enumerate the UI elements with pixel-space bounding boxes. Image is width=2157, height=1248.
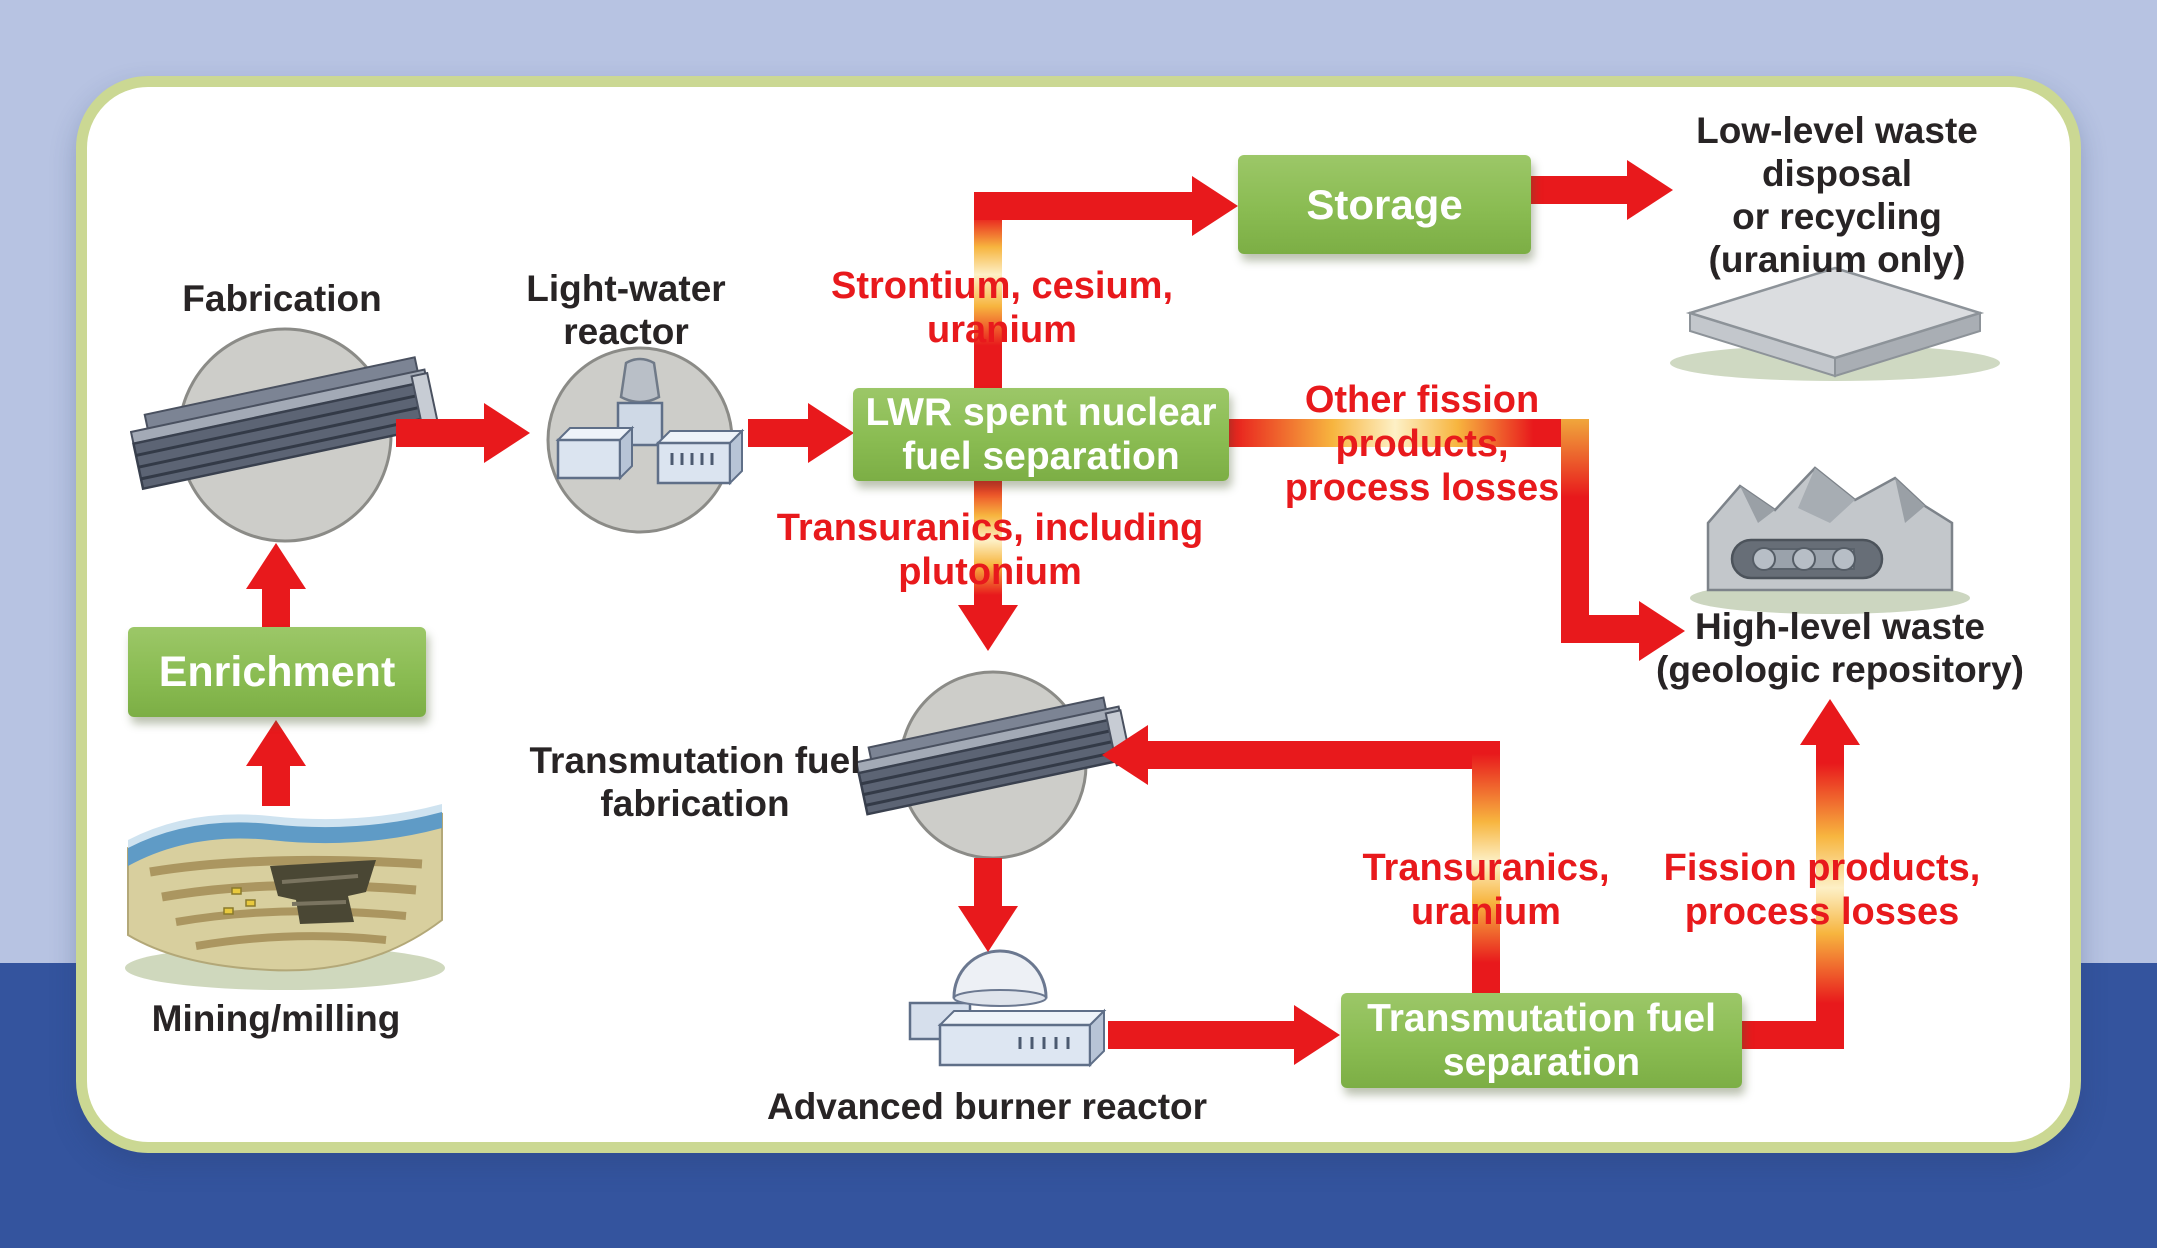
arrow-fabrication-to-lwr-body	[396, 419, 484, 447]
other-fission-products-label: Other fission products, process losses	[1227, 378, 1617, 510]
arrow-separation-to-transfab-body	[974, 481, 1002, 605]
label-line: Transuranics,	[1362, 847, 1610, 889]
label-line: (uranium only)	[1708, 238, 1966, 280]
label-line: products,	[1335, 423, 1509, 466]
arrow-transsep-to-hlw-head	[1800, 699, 1860, 745]
arrow-transfab-to-burner-body	[974, 858, 1002, 906]
label-line: process losses	[1284, 467, 1560, 510]
arrow-otherfission-horizontal	[1229, 419, 1575, 447]
transuranics-including-plutonium-label: Transuranics, including plutonium	[700, 506, 1280, 594]
arrow-transfab-to-burner-head	[958, 906, 1018, 952]
advanced-burner-reactor-label: Advanced burner reactor	[712, 1086, 1262, 1129]
arrow-fabrication-to-lwr-head	[484, 403, 530, 463]
label-line: Transuranics, including	[776, 507, 1204, 549]
label-line: fabrication	[600, 782, 790, 824]
label-line: Low-level waste	[1696, 110, 1978, 151]
storage-box: Storage	[1238, 155, 1531, 254]
arrow-lwr-to-separation-head	[808, 403, 854, 463]
transmutation-fuel-separation-box: Transmutation fuel separation	[1341, 993, 1742, 1088]
fabrication-label: Fabrication	[112, 278, 452, 321]
arrow-mining-to-enrichment-body	[262, 766, 290, 806]
reactor-plant-icon	[546, 346, 745, 534]
label-line: Strontium, cesium,	[830, 265, 1174, 307]
label-line: (geologic repository)	[1656, 648, 2024, 690]
arrow-burner-to-transsep-body	[1108, 1021, 1294, 1049]
arrow-transsep-to-transfab-vertical	[1472, 741, 1500, 993]
arrow-lwr-to-separation-body	[748, 419, 808, 447]
enrichment-box-label: Enrichment	[158, 647, 396, 696]
arrow-mining-to-enrichment-head	[246, 720, 306, 766]
fuel-assembly-icon	[130, 327, 440, 543]
lwr-separation-line2: fuel separation	[902, 434, 1180, 478]
arrow-otherfission-horizontal2	[1561, 615, 1639, 643]
low-level-waste-label: Low-level waste disposal or recycling (u…	[1617, 110, 2057, 282]
arrow-storage-to-lowlevel-head	[1627, 160, 1673, 220]
arrow-separation-to-storage-vertical	[974, 192, 1002, 389]
arrow-transsep-to-hlw-vertical	[1816, 745, 1844, 1049]
arrow-transsep-to-transfab-head	[1102, 725, 1148, 785]
waste-mound-icon	[1670, 266, 2000, 381]
arrow-separation-to-storage-horizontal	[974, 192, 1192, 220]
storage-box-label: Storage	[1306, 180, 1463, 228]
arrow-otherfission-vertical	[1561, 419, 1589, 643]
label-line: Fabrication	[182, 278, 382, 319]
fission-products-process-losses-label: Fission products, process losses	[1597, 846, 2047, 934]
label-line: uranium	[927, 309, 1077, 352]
transmutation-separation-line2: separation	[1442, 1040, 1641, 1084]
label-line: Transmutation fuel	[529, 740, 861, 781]
transmutation-fuel-fabrication-label: Transmutation fuel fabrication	[430, 740, 960, 826]
label-line: Light-water	[526, 268, 726, 309]
label-line: Fission products,	[1663, 847, 1981, 889]
label-line: uranium	[1411, 891, 1561, 934]
light-water-reactor-label: Light-water reactor	[466, 268, 786, 354]
label-line: Other fission	[1304, 379, 1540, 421]
label-line: reactor	[563, 310, 689, 352]
label-line: process losses	[1684, 891, 1960, 934]
high-level-waste-label: High-level waste (geologic repository)	[1570, 606, 2110, 692]
transuranics-uranium-label: Transuranics, uranium	[1286, 846, 1686, 934]
mining-milling-label: Mining/milling	[86, 998, 466, 1041]
lwr-separation-line1: LWR spent nuclear	[865, 390, 1217, 434]
geologic-repository-icon	[1690, 466, 1970, 614]
arrow-separation-to-storage-head	[1192, 176, 1238, 236]
label-line: Mining/milling	[151, 998, 401, 1039]
lwr-spent-fuel-separation-box: LWR spent nuclear fuel separation	[853, 388, 1229, 481]
fuel-assembly-icon	[855, 670, 1133, 860]
strontium-cesium-uranium-label: Strontium, cesium, uranium	[792, 264, 1212, 352]
arrow-enrichment-to-fabrication-head	[246, 543, 306, 589]
arrow-storage-to-lowlevel-body	[1531, 176, 1627, 204]
dome-reactor-icon	[908, 949, 1107, 1068]
label-line: High-level waste	[1695, 606, 1985, 647]
enrichment-box: Enrichment	[128, 627, 426, 717]
label-line: Advanced burner reactor	[766, 1086, 1208, 1127]
transmutation-separation-line1: Transmutation fuel	[1367, 996, 1716, 1040]
arrow-transsep-to-transfab-horizontal	[1148, 741, 1472, 769]
arrow-separation-to-transfab-head	[958, 605, 1018, 651]
arrow-enrichment-to-fabrication-body	[262, 589, 290, 627]
open-pit-mine-icon	[125, 804, 445, 990]
arrow-otherfission-head	[1639, 601, 1685, 661]
label-line: plutonium	[898, 551, 1082, 594]
label-line: disposal	[1761, 152, 1913, 194]
label-line: or recycling	[1732, 195, 1942, 237]
arrow-burner-to-transsep-head	[1294, 1005, 1340, 1065]
